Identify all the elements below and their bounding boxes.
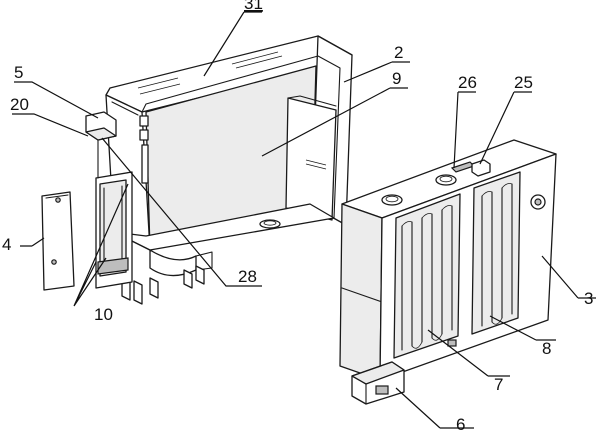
label-28: 28 <box>238 267 257 286</box>
label-4: 4 <box>2 235 11 254</box>
chip-plate <box>41 191 75 291</box>
label-31: 31 <box>244 0 263 13</box>
label-5: 5 <box>14 63 23 82</box>
label-8: 8 <box>542 339 551 358</box>
label-26: 26 <box>458 73 477 92</box>
label-6: 6 <box>456 415 465 434</box>
label-7: 7 <box>494 375 503 394</box>
label-10: 10 <box>94 305 113 324</box>
label-3: 3 <box>584 289 593 308</box>
label-20: 20 <box>10 95 29 114</box>
label-9: 9 <box>392 69 401 88</box>
label-25: 25 <box>514 73 533 92</box>
frame-body <box>105 35 353 305</box>
leader-lines <box>12 11 596 429</box>
cartridge-body <box>339 139 557 405</box>
label-2: 2 <box>394 43 403 62</box>
